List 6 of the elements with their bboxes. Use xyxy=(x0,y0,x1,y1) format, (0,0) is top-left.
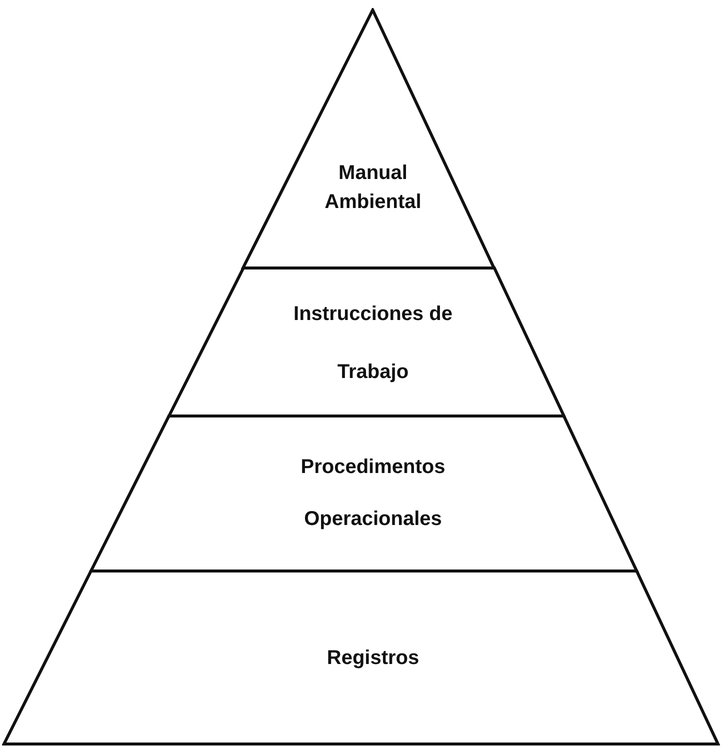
tier-label: Registros xyxy=(326,646,420,671)
pyramid-top-tier xyxy=(241,8,496,270)
tier-label: Procedimentos Operacionales xyxy=(300,455,446,532)
tier-label: Instrucciones de Trabajo xyxy=(292,302,454,385)
pyramid-tier xyxy=(2,569,720,746)
tier-label: Manual Ambiental xyxy=(324,161,422,215)
